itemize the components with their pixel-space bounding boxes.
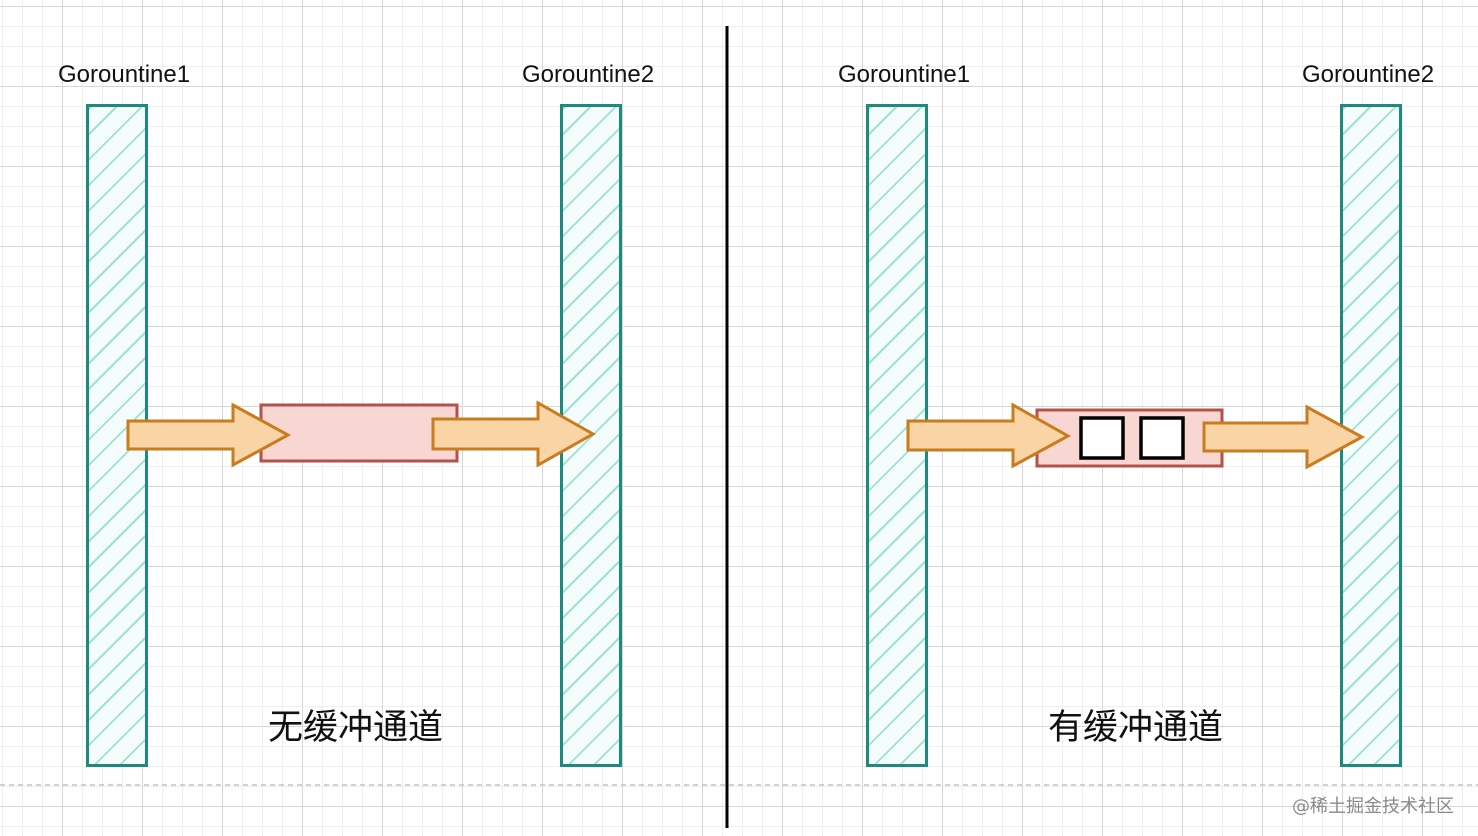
right-goroutine-1-label: Gorountine1 (838, 61, 971, 88)
send-arrow (126, 402, 292, 468)
right-panel-caption: 有缓冲通道 (1048, 708, 1224, 748)
left-panel-caption: 无缓冲通道 (268, 708, 444, 748)
watermark: @稀土掘金技术社区 (1292, 796, 1454, 817)
buffer-slot (1139, 416, 1185, 460)
left-goroutine-1-label: Gorountine1 (58, 61, 191, 88)
receive-arrow (431, 400, 597, 468)
left-goroutine-2-label: Gorountine2 (522, 61, 655, 88)
right-goroutine-2-label: Gorountine2 (1302, 61, 1435, 88)
buffer-slot (1079, 416, 1125, 460)
receive-arrow (1202, 404, 1366, 470)
unbuffered-channel-box (259, 403, 459, 463)
send-arrow (906, 402, 1072, 469)
